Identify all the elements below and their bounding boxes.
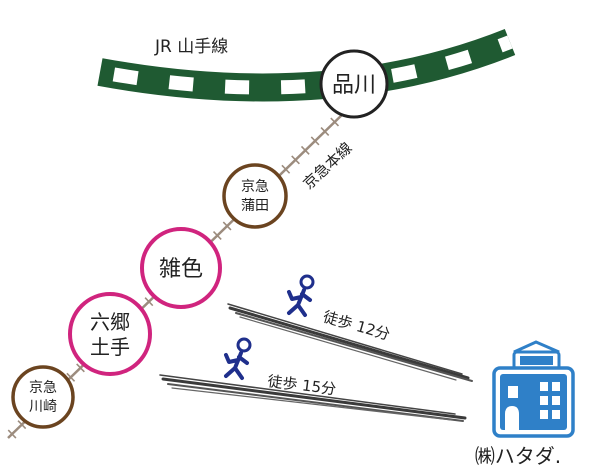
- jr-yamanote-track: [97, 28, 516, 102]
- station-name-line1: 六郷: [90, 310, 130, 334]
- walk-route-rokugo: [159, 374, 467, 422]
- station-name: 雑色: [159, 257, 203, 282]
- station-zoshiki[interactable]: 雑色: [140, 227, 222, 309]
- station-name-line1: 京急: [29, 380, 57, 396]
- station-name: 品川: [332, 73, 376, 98]
- walk-route-zoshiki: [227, 303, 473, 382]
- jr-line-label: JR 山手線: [154, 37, 228, 57]
- station-name-line2: 川崎: [29, 399, 57, 415]
- station-keikyu-kamata[interactable]: 京急 蒲田: [222, 163, 288, 229]
- station-shinagawa[interactable]: 品川: [319, 49, 389, 119]
- walking-person-icon: [287, 274, 315, 317]
- office-building-icon: [492, 340, 575, 438]
- destination-label: ㈱ハタダ.: [475, 444, 561, 468]
- station-name-line2: 土手: [90, 335, 130, 359]
- walking-person-icon: [224, 337, 252, 380]
- station-rokugo-dote[interactable]: 六郷 土手: [68, 292, 152, 376]
- station-keikyu-kawasaki[interactable]: 京急 川崎: [11, 365, 75, 429]
- station-name-line2: 蒲田: [241, 198, 269, 214]
- station-name-line1: 京急: [241, 179, 269, 195]
